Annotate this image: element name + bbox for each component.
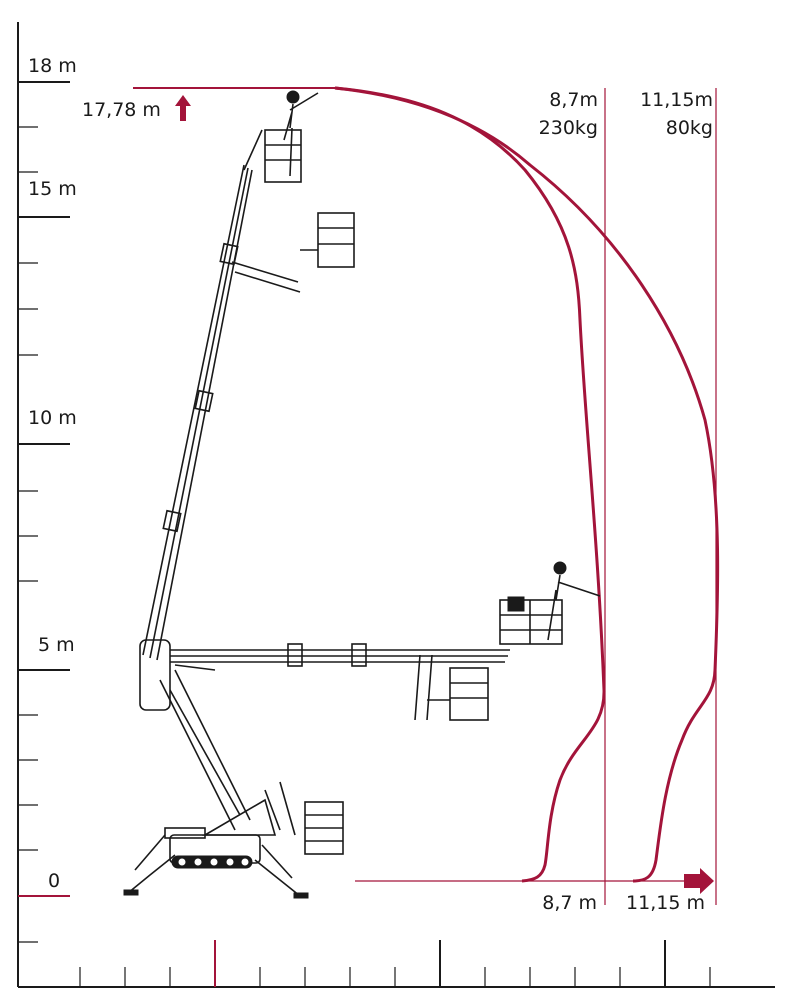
y-label-0: 0 — [48, 870, 60, 892]
jib-lowered-a — [231, 261, 299, 283]
tower-boom-b — [156, 169, 253, 661]
outrigger-foot-right — [293, 892, 309, 899]
operator-extended-head — [553, 561, 567, 575]
jib-down — [414, 654, 433, 721]
envelope-curve-80kg — [334, 86, 720, 883]
reach-top-load-11-15: 80kg — [666, 117, 713, 139]
spider-lift-illustration — [123, 90, 601, 899]
reach-top-distance-8-7: 8,7m — [549, 89, 598, 111]
outrigger-right-rear — [261, 844, 293, 879]
basket-low — [449, 667, 489, 721]
y-label-18m: 18 m — [28, 55, 77, 77]
envelope-curve-230kg — [334, 86, 606, 883]
tower-boom-a — [142, 164, 245, 656]
outrigger-left-front — [127, 854, 176, 894]
max-height-arrow-icon — [175, 95, 191, 121]
lower-boom-b — [174, 669, 251, 821]
outrigger-left-rear — [134, 834, 166, 871]
basket-mid — [317, 212, 355, 268]
outrigger-foot-left — [123, 889, 139, 896]
y-label-10m: 10 m — [28, 407, 77, 429]
y-label-5m: 5 m — [38, 634, 75, 656]
y-axis-minor-ticks — [18, 126, 38, 943]
x-axis-minor-ticks — [79, 967, 711, 987]
reach-top-load-8-7: 230kg — [539, 117, 598, 139]
control-box — [164, 827, 206, 839]
boom-joint-2 — [351, 643, 367, 667]
operator-top-head — [286, 90, 300, 104]
top-jib — [243, 129, 263, 171]
boom-joint-1 — [287, 643, 303, 667]
pivot-joint — [139, 639, 171, 711]
basket-extended — [499, 599, 563, 645]
outrigger-right-front — [254, 859, 301, 897]
basket-top — [264, 129, 302, 183]
lower-boom-a — [159, 679, 236, 831]
reach-bottom-label-8-7: 8,7 m — [542, 892, 597, 914]
turret — [202, 798, 277, 836]
ground-reach-arrow-icon — [684, 868, 714, 894]
reach-top-distance-11-15: 11,15m — [640, 89, 713, 111]
max-height-label: 17,78 m — [82, 99, 161, 121]
basket-control — [507, 596, 525, 612]
reach-bottom-label-11-15: 11,15 m — [626, 892, 705, 914]
y-label-15m: 15 m — [28, 178, 77, 200]
